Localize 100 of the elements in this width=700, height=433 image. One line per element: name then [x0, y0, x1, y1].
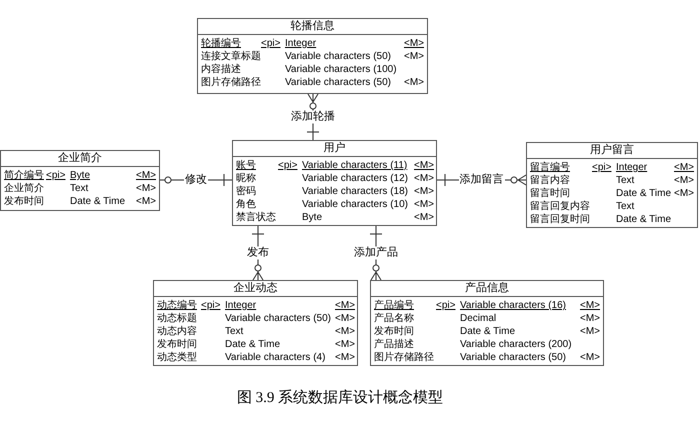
- mandatory-marker: <M>: [136, 182, 156, 195]
- entity-table: [232, 140, 437, 226]
- key-marker: <pi>: [261, 37, 282, 50]
- edge-label: 添加留言: [458, 174, 504, 186]
- mandatory-marker: <M>: [674, 174, 694, 187]
- attribute-name: 留言编号: [530, 161, 571, 174]
- attribute-name: 图片存储路径: [374, 351, 435, 364]
- mandatory-marker: <M>: [136, 195, 156, 208]
- mandatory-marker: <M>: [404, 76, 424, 89]
- data-type: Text: [70, 182, 90, 195]
- attribute-name: 密码: [236, 185, 257, 198]
- mandatory-marker: <M>: [580, 299, 600, 312]
- key-marker: <pi>: [46, 169, 66, 182]
- attribute-name: 发布时间: [374, 325, 415, 338]
- data-type: Variable characters (100): [285, 63, 398, 76]
- data-type: Text: [616, 200, 636, 213]
- relationship-line: [252, 226, 264, 280]
- key-marker: <pi>: [278, 159, 298, 172]
- mandatory-marker: <M>: [335, 299, 356, 312]
- data-type: Decimal: [460, 312, 498, 325]
- data-type: Variable characters (16): [460, 299, 567, 312]
- edge-label: 添加产品: [353, 246, 399, 260]
- entity-title: 企业动态: [154, 281, 357, 297]
- mandatory-marker: <M>: [404, 37, 424, 50]
- mandatory-marker: <M>: [580, 351, 600, 364]
- attribute-name: 图片存储路径: [201, 76, 261, 89]
- mandatory-marker: <M>: [404, 50, 424, 63]
- attribute-name: 动态类型: [157, 351, 198, 364]
- mandatory-marker: <M>: [414, 185, 434, 198]
- attribute-name: 轮播编号: [201, 37, 242, 50]
- attribute-name: 发布时间: [157, 338, 198, 351]
- data-type: Variable characters (50): [460, 351, 567, 364]
- attribute-name: 动态标题: [157, 312, 198, 325]
- mandatory-marker: <M>: [674, 187, 694, 200]
- mandatory-marker: <M>: [674, 161, 694, 174]
- attribute-name: 产品名称: [374, 312, 415, 325]
- edge-label: 修改: [184, 174, 208, 186]
- data-type: Date & Time: [616, 187, 672, 200]
- data-type: Variable characters (18): [302, 185, 409, 198]
- mandatory-marker: <M>: [136, 169, 156, 182]
- mandatory-marker: <M>: [414, 159, 434, 172]
- data-type: Variable characters (11): [302, 159, 408, 172]
- attribute-name: 留言回复时间: [530, 213, 591, 226]
- attribute-name: 内容描述: [201, 63, 242, 76]
- key-marker: <pi>: [201, 299, 222, 312]
- attribute-name: 简介编号: [4, 169, 45, 182]
- entity-table: [0, 150, 160, 211]
- attribute-name: 角色: [236, 198, 257, 211]
- mandatory-marker: <M>: [335, 338, 356, 351]
- attribute-name: 产品描述: [374, 338, 415, 351]
- entity-title: 企业简介: [1, 151, 159, 167]
- data-type: Text: [616, 174, 636, 187]
- entity-title: 轮播信息: [198, 19, 427, 35]
- attribute-name: 动态内容: [157, 325, 198, 338]
- data-type: Date & Time: [70, 195, 126, 208]
- data-type: Variable characters (200): [460, 338, 573, 351]
- edge-label: 添加轮播: [290, 110, 336, 124]
- key-marker: <pi>: [592, 161, 612, 174]
- mandatory-marker: <M>: [414, 198, 434, 211]
- data-type: Variable characters (12): [302, 172, 409, 185]
- entity-table: [153, 280, 358, 366]
- entity-table: [370, 280, 604, 366]
- data-type: Byte: [70, 169, 92, 182]
- data-type: Date & Time: [225, 338, 282, 351]
- data-type: Variable characters (4): [225, 351, 326, 364]
- attribute-name: 禁言状态: [236, 211, 277, 224]
- mandatory-marker: <M>: [335, 325, 356, 338]
- attribute-name: 留言回复内容: [530, 200, 591, 213]
- data-type: Variable characters (50): [285, 76, 392, 89]
- attribute-name: 昵称: [236, 172, 257, 185]
- entity-table: [197, 18, 428, 94]
- entity-table: [526, 142, 698, 228]
- edge-label: 发布: [246, 246, 270, 260]
- mandatory-marker: <M>: [335, 351, 356, 364]
- attribute-name: 账号: [236, 159, 257, 172]
- mandatory-marker: <M>: [414, 172, 434, 185]
- mandatory-marker: <M>: [414, 211, 434, 224]
- figure-caption: 图 3.9 系统数据库设计概念模型: [236, 388, 444, 408]
- data-type: Text: [225, 325, 244, 338]
- data-type: Variable characters (50): [285, 50, 392, 63]
- data-type: Byte: [302, 211, 324, 224]
- data-type: Date & Time: [616, 213, 672, 226]
- entity-title: 用户: [233, 141, 436, 157]
- data-type: Integer: [225, 299, 258, 312]
- data-type: Variable characters (10): [302, 198, 409, 211]
- key-marker: <pi>: [436, 299, 456, 312]
- entity-title: 用户留言: [527, 143, 697, 159]
- entity-title: 产品信息: [371, 281, 603, 297]
- data-type: Integer: [616, 161, 648, 174]
- attribute-name: 产品编号: [374, 299, 415, 312]
- mandatory-marker: <M>: [580, 325, 600, 338]
- data-type: Integer: [285, 37, 318, 50]
- data-type: Date & Time: [460, 325, 516, 338]
- attribute-name: 动态编号: [157, 299, 198, 312]
- attribute-name: 连接文章标题: [201, 50, 261, 63]
- attribute-name: 留言时间: [530, 187, 571, 200]
- mandatory-marker: <M>: [580, 312, 600, 325]
- attribute-name: 留言内容: [530, 174, 571, 187]
- mandatory-marker: <M>: [335, 312, 356, 325]
- attribute-name: 发布时间: [4, 195, 45, 208]
